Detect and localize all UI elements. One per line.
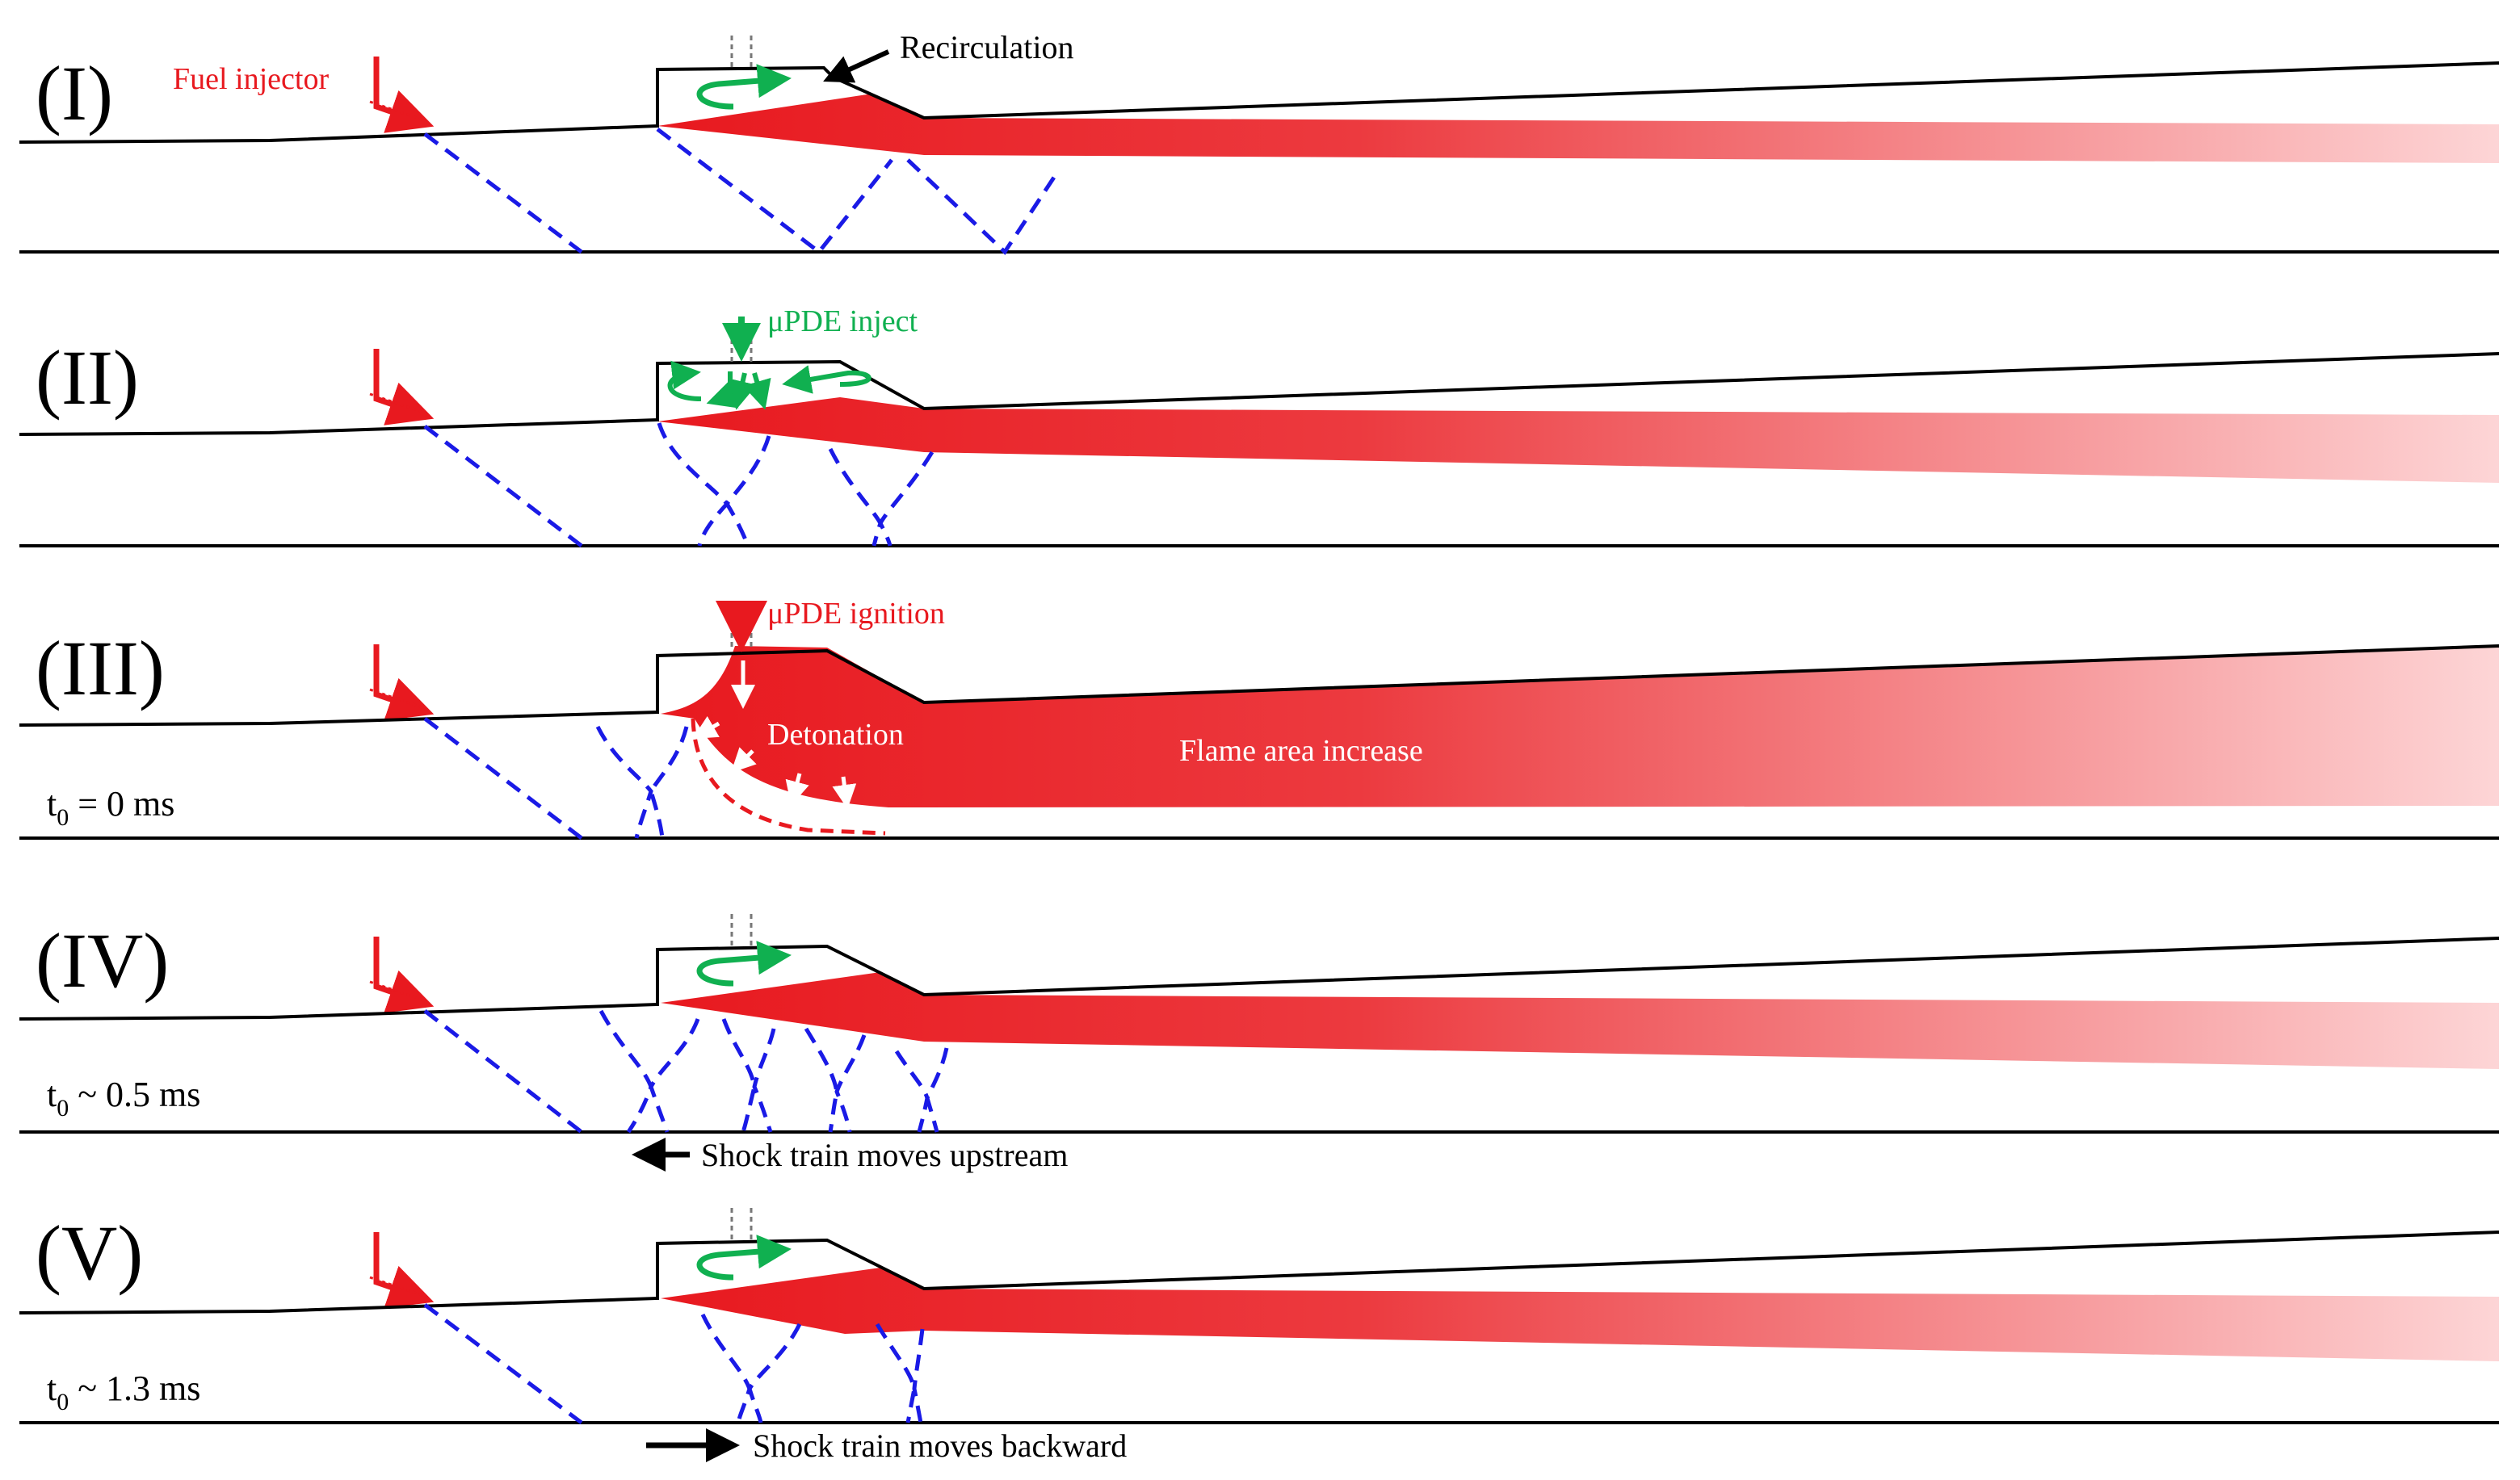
time-label: t0 ~ 1.3 ms — [47, 1369, 200, 1415]
expansion-arrows — [692, 660, 857, 809]
combustor-wall — [19, 352, 2500, 436]
panel-1: (I) Fuel injector Recirculation — [19, 29, 2500, 255]
fuel-injector-label: Fuel injector — [173, 62, 329, 96]
shock-direction-caption: Shock train moves backward — [646, 1428, 1127, 1464]
shock-lines — [423, 422, 934, 547]
fuel-injector-icon — [369, 349, 435, 426]
flame-region — [661, 646, 2499, 807]
panel-label: (II) — [36, 334, 139, 421]
recirculation-arrow-icon — [696, 64, 792, 110]
combustor-wall — [19, 937, 2500, 1021]
panel-3: (III) t0 = 0 ms μPDE ignition Detonation… — [19, 597, 2500, 840]
panel-4: (IV) t0 ~ 0.5 ms Shock train moves up — [19, 914, 2500, 1173]
combustor-wall — [19, 61, 2500, 144]
panel-label: (III) — [36, 625, 165, 711]
flame-region — [661, 972, 2499, 1069]
micro-pde-port-icon — [730, 1208, 753, 1240]
detonation-front — [691, 718, 886, 836]
flame-region — [657, 397, 2499, 483]
time-label: t0 = 0 ms — [47, 784, 174, 831]
time-label: t0 ~ 0.5 ms — [47, 1075, 200, 1122]
detonation-label: Detonation — [767, 718, 904, 752]
panel-label: (IV) — [36, 917, 169, 1004]
micro-pde-port-icon — [730, 914, 753, 946]
shock-lines — [423, 1009, 949, 1134]
shock-direction-caption: Shock train moves upstream — [632, 1137, 1068, 1173]
flame-area-label: Flame area increase — [1179, 734, 1423, 768]
combustor-wall — [19, 1231, 2500, 1314]
shock-backward-caption: Shock train moves backward — [753, 1428, 1127, 1464]
fuel-injector-icon — [369, 644, 435, 721]
shock-upstream-caption: Shock train moves upstream — [701, 1137, 1068, 1173]
shock-lines — [423, 128, 1060, 255]
recirculation-arrow-icon — [696, 1235, 792, 1281]
flame-region — [661, 1268, 2499, 1361]
panel-2: (II) μPDE inject — [19, 304, 2500, 547]
pde-ignition-label: μPDE ignition — [767, 597, 945, 631]
combustor-wall — [19, 644, 2500, 727]
fuel-injector-icon — [369, 57, 435, 133]
recirculation-pointer-arrow — [823, 49, 890, 83]
fuel-injector-icon — [369, 1232, 435, 1309]
panel-label: (V) — [36, 1210, 143, 1296]
recirculation-label: Recirculation — [900, 29, 1073, 65]
recirculation-arrow-icon — [696, 941, 792, 987]
shock-lines — [423, 717, 689, 840]
shock-lines — [423, 1303, 925, 1424]
panel-label: (I) — [36, 50, 113, 136]
fuel-injector-icon — [369, 937, 435, 1013]
recirculation-arrow-icon — [667, 360, 872, 410]
pde-inject-label: μPDE inject — [767, 304, 918, 338]
flame-region — [657, 94, 2499, 163]
micro-pde-port-icon — [730, 36, 753, 69]
panel-5: (V) t0 ~ 1.3 ms Shock train moves backwa… — [19, 1208, 2500, 1464]
